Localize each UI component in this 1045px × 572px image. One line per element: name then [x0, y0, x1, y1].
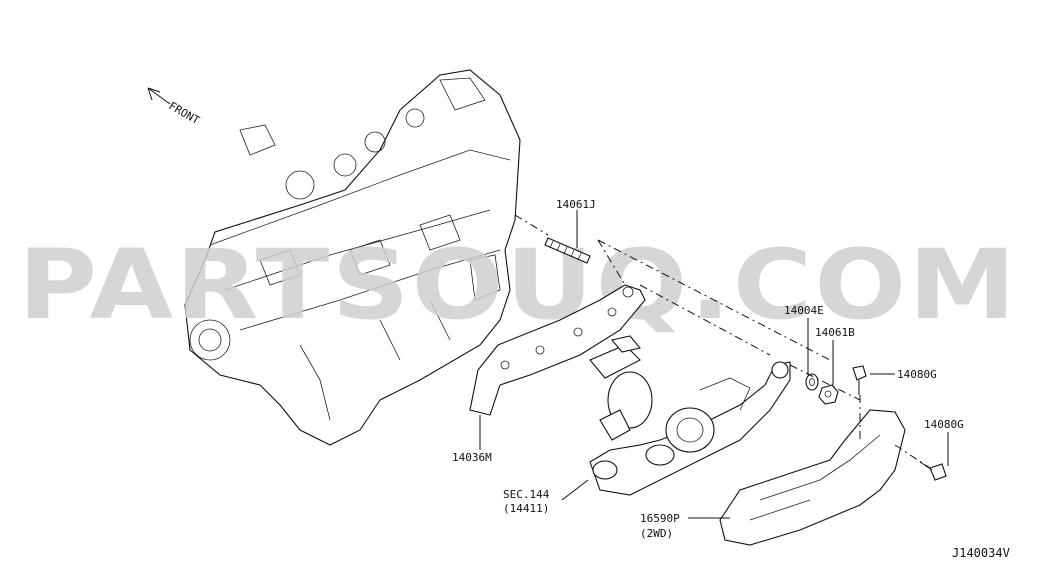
callout-sec144: SEC.144	[503, 488, 550, 501]
callout-16590p: 16590P	[640, 512, 680, 525]
alignment-line-3	[789, 364, 861, 401]
callout-14080g-1: 14080G	[897, 368, 937, 381]
nut-14061b	[818, 384, 839, 405]
callout-14004e: 14004E	[784, 304, 824, 317]
callout-14061j: 14061J	[556, 198, 596, 211]
callout-16590p-sub: (2WD)	[640, 527, 673, 540]
watermark: PARTSOUQ.COM	[18, 229, 1018, 341]
engine-block	[184, 69, 521, 446]
figure-code: J140034V	[952, 546, 1010, 560]
heat-shield-16590p	[719, 409, 906, 546]
callout-14036m: 14036M	[452, 451, 492, 464]
front-label: FRONT	[167, 99, 203, 127]
stud-14061j	[544, 237, 591, 264]
alignment-line-7	[894, 444, 931, 469]
leader-sec144	[561, 479, 589, 501]
front-arrow-icon	[147, 87, 171, 105]
alignment-line-5	[597, 239, 831, 361]
gasket-14036m	[469, 284, 646, 416]
callout-14061b: 14061B	[815, 326, 855, 339]
bolt-14080g-2	[919, 461, 947, 481]
alignment-line-1	[514, 214, 549, 236]
callout-14080g-2: 14080G	[924, 418, 964, 431]
alignment-line-4	[597, 239, 626, 286]
exhaust-manifold	[589, 335, 791, 496]
alignment-line-2	[639, 284, 771, 356]
bolt-14080g-1	[852, 365, 867, 395]
callout-sec144-sub: (14411)	[503, 502, 549, 515]
washer-14004e	[805, 373, 819, 391]
